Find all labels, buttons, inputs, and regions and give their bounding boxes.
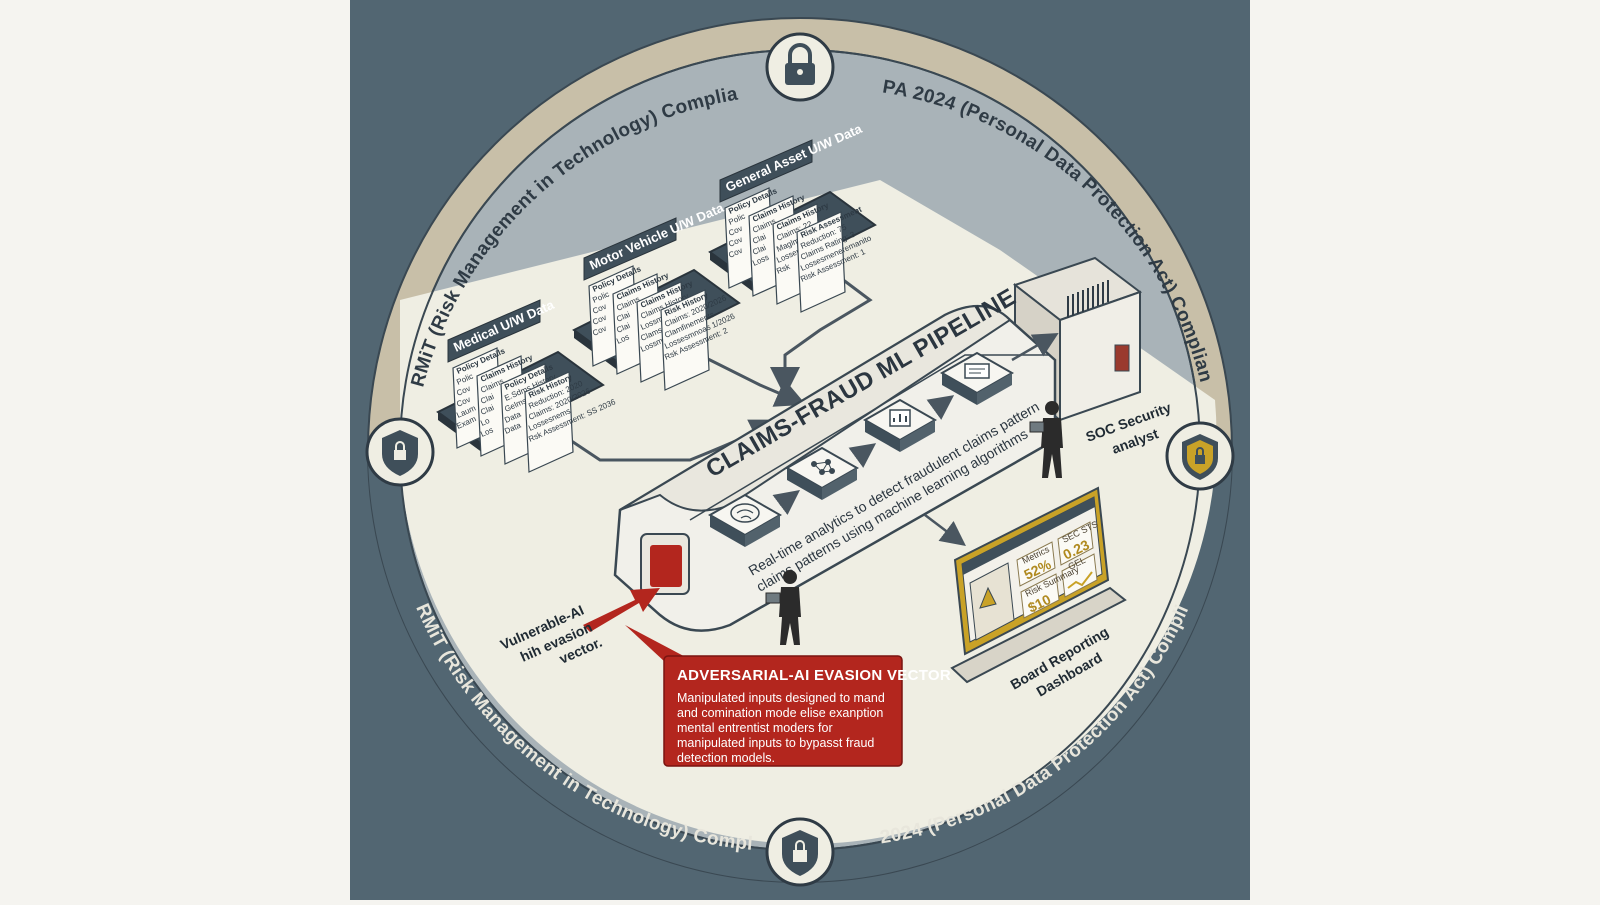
sheet-line: Lo [479, 416, 491, 428]
soc-analyst-figure [1029, 401, 1063, 478]
callout-line: Manipulated inputs designed to mand [677, 691, 885, 705]
shield-lock-icon [365, 417, 435, 487]
adversarial-callout: ADVERSARIAL-AI EVASION VECTOR Manipulate… [663, 655, 951, 767]
attacker-figure [765, 570, 801, 645]
warning-icon [979, 586, 997, 609]
neural-network-icon [784, 446, 860, 500]
callout-pointer [625, 625, 695, 662]
padlock-icon [765, 817, 835, 887]
callout-line: and comination mode elise exanption [677, 706, 883, 720]
board-dashboard-laptop [950, 486, 1127, 684]
trend-line-icon [1067, 571, 1093, 589]
pipeline-flow-arrows [772, 332, 1059, 547]
callout-line: manipulated inputs to bypasst fraud [677, 736, 874, 750]
padlock-icon [765, 32, 835, 102]
connector-general [770, 268, 873, 397]
vulnerable-input-port [650, 545, 682, 587]
callout-line: detection models. [677, 751, 775, 765]
callout-title: ADVERSARIAL-AI EVASION VECTOR [677, 667, 951, 684]
dashboard-node-icon [939, 351, 1015, 405]
document-sheet [524, 371, 574, 473]
document-sheet [660, 289, 710, 391]
brain-icon [707, 493, 783, 547]
attack-arrow [583, 588, 660, 632]
analytics-report-icon [862, 398, 938, 452]
shield-lock-icon [1165, 421, 1235, 491]
callout-line: mental entrentist moders for [677, 721, 833, 735]
document-sheet [796, 211, 846, 313]
